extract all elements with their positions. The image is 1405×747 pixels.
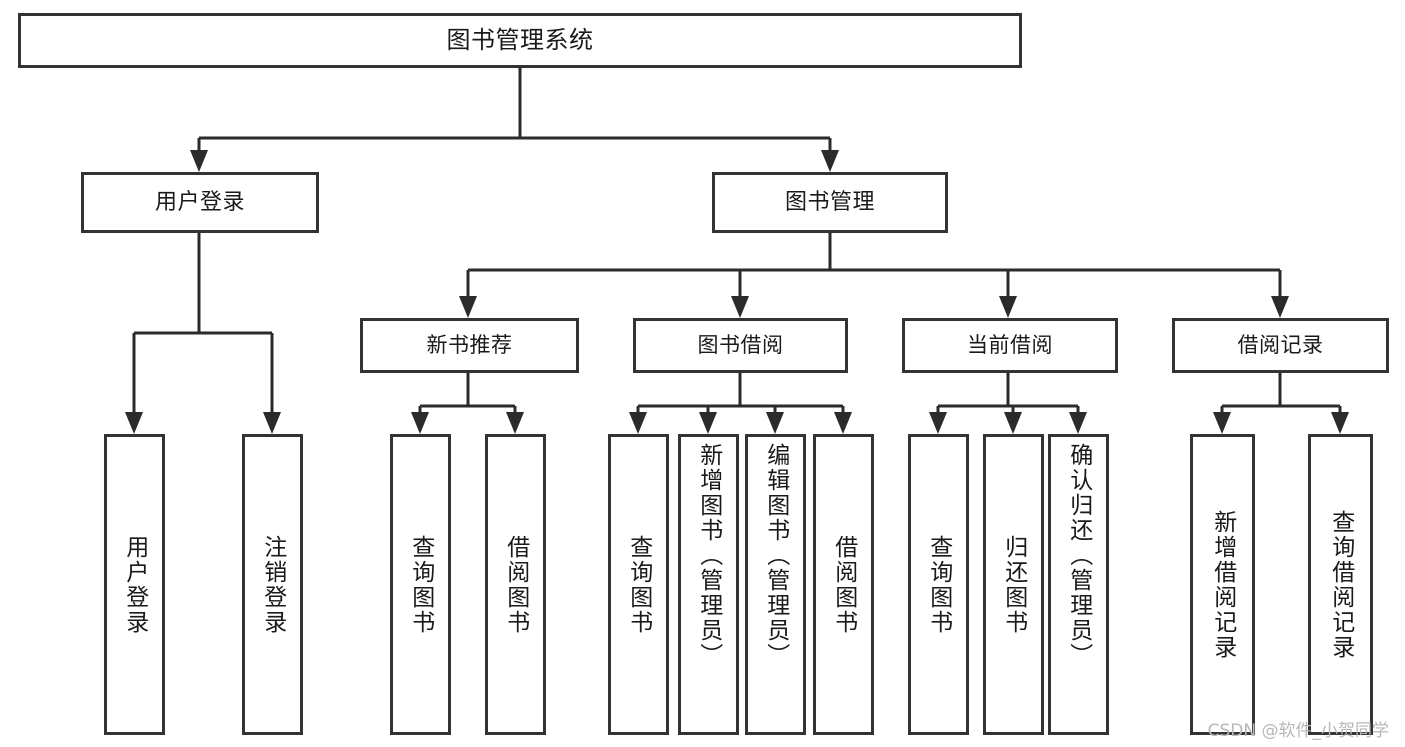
leaf-node-3[interactable]: 查询图书 (390, 434, 451, 735)
arrow-leaf-11 (1069, 412, 1087, 434)
arrow-new-book (459, 296, 477, 318)
leaf-node-10[interactable]: 归还图书 (983, 434, 1044, 735)
leaf-node-5[interactable]: 查询图书 (608, 434, 669, 735)
leaf-node-1[interactable]: 用户登录 (104, 434, 165, 735)
leaf-node-4[interactable]: 借阅图书 (485, 434, 546, 735)
arrow-leaf-1 (125, 412, 143, 434)
leaf-node-8[interactable]: 借阅图书 (813, 434, 874, 735)
arrow-leaf-2 (263, 412, 281, 434)
node-book-borrow-label: 图书借阅 (697, 333, 784, 358)
arrow-leaf-8 (834, 412, 852, 434)
arrow-leaf-6 (699, 412, 717, 434)
node-current-borrow[interactable]: 当前借阅 (902, 318, 1118, 373)
leaf-node-6[interactable]: 新增图书（管理员） (678, 434, 739, 735)
leaf-node-2[interactable]: 注销登录 (242, 434, 303, 735)
leaf-node-13-label: 查询借阅记录 (1327, 509, 1354, 660)
leaf-node-2-label: 注销登录 (259, 534, 286, 635)
node-new-book-recommend[interactable]: 新书推荐 (360, 318, 579, 373)
node-current-borrow-label: 当前借阅 (967, 333, 1053, 358)
leaf-node-9-label: 查询图书 (925, 534, 952, 635)
node-root[interactable]: 图书管理系统 (18, 13, 1022, 68)
node-book-manage[interactable]: 图书管理 (712, 172, 948, 233)
node-user-login[interactable]: 用户登录 (81, 172, 319, 233)
node-book-borrow[interactable]: 图书借阅 (633, 318, 848, 373)
arrow-leaf-7 (766, 412, 784, 434)
arrow-leaf-12 (1213, 412, 1231, 434)
arrow-leaf-13 (1331, 412, 1349, 434)
arrow-leaf-4 (506, 412, 524, 434)
leaf-node-4-label: 借阅图书 (502, 534, 529, 635)
arrow-leaf-9 (929, 412, 947, 434)
arrow-book-manage (821, 150, 839, 172)
csdn-watermark: CSDN @软件_小贺同学 (1207, 721, 1389, 741)
leaf-node-8-label: 借阅图书 (830, 534, 857, 635)
node-root-label: 图书管理系统 (446, 25, 594, 54)
leaf-node-9[interactable]: 查询图书 (908, 434, 969, 735)
leaf-node-6-label: 新增图书（管理员） (695, 443, 722, 668)
node-new-book-recommend-label: 新书推荐 (426, 333, 513, 358)
leaf-node-12-label: 新增借阅记录 (1209, 509, 1236, 660)
leaf-node-10-label: 归还图书 (1000, 534, 1027, 635)
leaf-node-13[interactable]: 查询借阅记录 (1308, 434, 1373, 735)
leaf-node-7[interactable]: 编辑图书（管理员） (745, 434, 806, 735)
arrow-leaf-3 (411, 412, 429, 434)
leaf-node-7-label: 编辑图书（管理员） (762, 443, 789, 668)
arrow-user-login (190, 150, 208, 172)
leaf-node-11[interactable]: 确认归还（管理员） (1048, 434, 1109, 735)
node-borrow-record-label: 借阅记录 (1237, 333, 1324, 358)
leaf-node-3-label: 查询图书 (407, 534, 434, 635)
leaf-node-5-label: 查询图书 (625, 534, 652, 635)
leaf-node-1-label: 用户登录 (121, 534, 148, 635)
arrow-current-borrow (999, 296, 1017, 318)
arrow-book-borrow (731, 296, 749, 318)
node-user-login-label: 用户登录 (154, 189, 245, 215)
node-book-manage-label: 图书管理 (784, 189, 875, 215)
arrow-borrow-record (1271, 296, 1289, 318)
node-borrow-record[interactable]: 借阅记录 (1172, 318, 1389, 373)
leaf-node-11-label: 确认归还（管理员） (1065, 443, 1092, 668)
leaf-node-12[interactable]: 新增借阅记录 (1190, 434, 1255, 735)
arrow-leaf-10 (1004, 412, 1022, 434)
arrow-leaf-5 (629, 412, 647, 434)
